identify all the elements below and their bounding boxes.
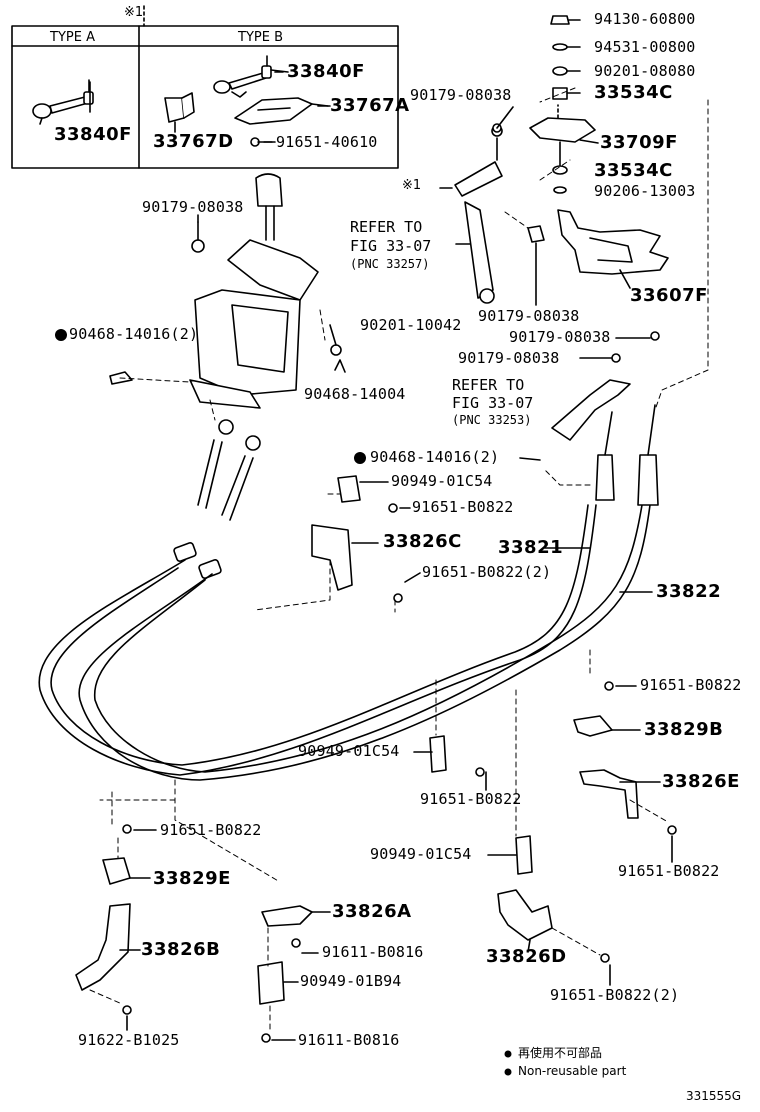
legend-bullet-jp — [504, 1050, 512, 1058]
refer-2-line3: (PNC 33253) — [452, 413, 532, 427]
cable-ends-right-illustration — [595, 404, 659, 506]
part-label-91651-40610[interactable]: 91651-40610 — [276, 133, 378, 151]
part-label-90201-10042[interactable]: 90201-10042 — [360, 316, 462, 334]
illustration-id: 331555G — [686, 1089, 742, 1103]
part-label-91651-b0822-f[interactable]: 91651-B0822 — [618, 862, 720, 880]
refer-1-line3: (PNC 33257) — [350, 257, 430, 271]
part-label-91651-b0822-d[interactable]: 91651-B0822 — [420, 790, 522, 808]
part-label-33826c[interactable]: 33826C — [383, 531, 462, 552]
shift-lever-bracket-illustration — [529, 104, 599, 194]
shift-lever-assembly-illustration — [189, 173, 319, 409]
refer-2-line1: REFER TO — [452, 376, 525, 394]
mark-star: ※1 — [402, 178, 422, 193]
dashed-reference-lines — [89, 87, 709, 1031]
legend-en-text: Non-reusable part — [518, 1064, 627, 1078]
part-label-91611-b0816-b[interactable]: 91611-B0816 — [298, 1031, 400, 1049]
part-label-33822[interactable]: 33822 — [656, 581, 722, 602]
inset-frame — [11, 25, 399, 169]
part-label-94130-60800[interactable]: 94130-60800 — [594, 10, 696, 28]
refer-1-line1: REFER TO — [350, 218, 423, 236]
part-label-90468-14016-mid[interactable]: 90468-14016(2) — [370, 448, 500, 466]
clip-90949-01b94-illustration — [257, 961, 285, 1005]
part-label-90949-01c54-a[interactable]: 90949-01C54 — [391, 472, 493, 490]
part-label-90179-08038-b[interactable]: 90179-08038 — [509, 328, 611, 346]
part-label-91622-b1025[interactable]: 91622-B1025 — [78, 1031, 180, 1049]
part-label-91611-b0816-a[interactable]: 91611-B0816 — [322, 943, 424, 961]
inset-type-b-heading: TYPE B — [238, 30, 283, 45]
part-label-90179-08038-top[interactable]: 90179-08038 — [410, 86, 512, 104]
non-reusable-bullet-mid — [354, 452, 366, 464]
part-label-90468-14016-left[interactable]: 90468-14016(2) — [69, 325, 199, 343]
part-label-90201-08080[interactable]: 90201-08080 — [594, 62, 696, 80]
part-label-91651-b0822-2-upper[interactable]: 91651-B0822(2) — [422, 563, 552, 581]
clip-33829b-illustration — [573, 715, 613, 737]
part-label-33829e[interactable]: 33829E — [153, 868, 231, 889]
refer-1-line2: FIG 33-07 — [350, 237, 432, 255]
type-b-bracket-a-illustration — [234, 97, 329, 125]
shift-lever-arm-illustration — [551, 379, 631, 441]
part-label-91651-b0822-e[interactable]: 91651-B0822 — [160, 821, 262, 839]
part-label-94531-00800[interactable]: 94531-00800 — [594, 38, 696, 56]
part-label-91651-b0822-a[interactable]: 91651-B0822 — [412, 498, 514, 516]
part-label-33826a[interactable]: 33826A — [332, 901, 412, 922]
type-b-lever-illustration — [213, 55, 289, 98]
bracket-33826d-illustration — [497, 889, 553, 941]
type-b-bracket-d-illustration — [164, 92, 195, 133]
part-label-33534c-low[interactable]: 33534C — [594, 160, 673, 181]
part-label-33767d[interactable]: 33767D — [153, 131, 234, 152]
part-label-33826d[interactable]: 33826D — [486, 946, 567, 967]
bracket-33826b-illustration — [75, 903, 131, 991]
part-label-33534c-top[interactable]: 33534C — [594, 82, 673, 103]
nut-stack-illustration — [550, 15, 581, 100]
non-reusable-bullet-left — [55, 329, 67, 341]
bolts-illustration — [122, 123, 677, 1043]
part-label-33821[interactable]: 33821 — [498, 537, 564, 558]
cable-ends-left-illustration — [173, 419, 261, 579]
part-label-33709f[interactable]: 33709F — [600, 132, 678, 153]
part-label-90949-01c54-c[interactable]: 90949-01C54 — [370, 845, 472, 863]
part-label-90949-01c54-b[interactable]: 90949-01C54 — [298, 742, 400, 760]
transmission-lever-illustration — [454, 125, 545, 306]
inset-mark: ※1 — [124, 5, 144, 20]
cable-33822-illustration — [78, 504, 651, 781]
clip-90468-14004-illustration — [334, 359, 346, 373]
bracket-33826c-illustration — [311, 524, 353, 591]
part-label-90206-13003[interactable]: 90206-13003 — [594, 182, 696, 200]
part-label-33829b[interactable]: 33829B — [644, 719, 724, 740]
bracket-33826a-illustration — [261, 905, 313, 927]
clip-90949-c-illustration — [515, 835, 533, 875]
legend-jp-text: 再使用不可部品 — [518, 1046, 603, 1060]
part-label-33840f-type-b[interactable]: 33840F — [287, 61, 365, 82]
part-label-90949-01b94[interactable]: 90949-01B94 — [300, 972, 402, 990]
part-label-91651-b0822-c[interactable]: 91651-B0822 — [640, 676, 742, 694]
leader-lines — [89, 71, 673, 1041]
part-label-90468-14004[interactable]: 90468-14004 — [304, 385, 406, 403]
clip-90949-a-illustration — [337, 475, 361, 503]
part-label-33767a[interactable]: 33767A — [330, 95, 410, 116]
clip-33829e-illustration — [102, 857, 131, 885]
part-label-90179-08038-mid[interactable]: 90179-08038 — [478, 307, 580, 325]
grommet-90201-illustration — [330, 344, 342, 356]
part-label-90179-08038-left[interactable]: 90179-08038 — [142, 198, 244, 216]
bracket-33826e-illustration — [579, 769, 639, 819]
clip-90949-b-illustration — [429, 735, 447, 773]
part-label-33840f-type-a[interactable]: 33840F — [54, 124, 132, 145]
type-a-lever-illustration — [32, 79, 94, 125]
part-label-33826e[interactable]: 33826E — [662, 771, 740, 792]
part-label-33607f[interactable]: 33607F — [630, 285, 708, 306]
bellcrank-bracket-illustration — [557, 209, 669, 289]
part-label-33826b[interactable]: 33826B — [141, 939, 221, 960]
inset-type-a-heading: TYPE A — [50, 30, 95, 45]
part-label-91651-b0822-2-lower[interactable]: 91651-B0822(2) — [550, 986, 680, 1004]
refer-2-line2: FIG 33-07 — [452, 394, 534, 412]
part-label-90179-08038-c[interactable]: 90179-08038 — [458, 349, 560, 367]
legend-bullet-en — [504, 1068, 512, 1076]
